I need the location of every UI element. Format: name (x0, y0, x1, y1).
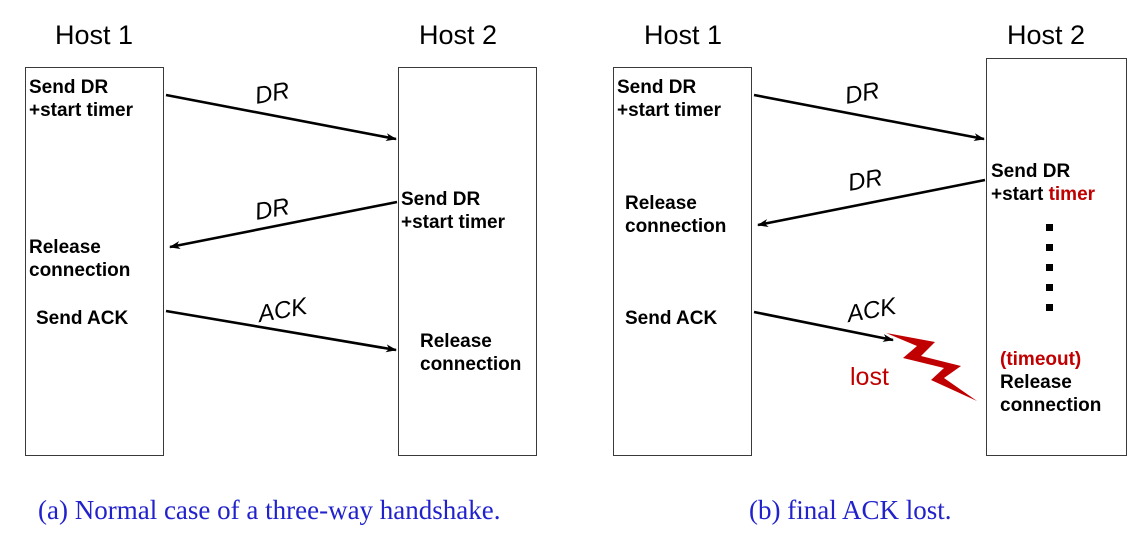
event-line: Release (29, 237, 101, 258)
event-line: Send DR (617, 77, 697, 98)
panel-a-host1-event-3: Send ACK (36, 307, 128, 330)
event-line: connection (29, 260, 131, 281)
panel-a-host2-event-2: Release connection (420, 330, 521, 376)
ellipsis-dot (1046, 264, 1053, 271)
event-line: Send DR (29, 77, 109, 98)
panel-b-host2-timeline (986, 58, 1127, 456)
panel-b-caption: (b) final ACK lost. (749, 495, 952, 525)
panel-a-host2-label: Host 2 (418, 20, 498, 50)
panel-b-message-label-ack: ACK (844, 292, 899, 329)
panel-a-host1-event-1: Send DR +start timer (29, 76, 133, 122)
panel-b-host1-event-2: Release connection (625, 192, 726, 238)
event-line: Release (1000, 372, 1072, 393)
event-line: +start timer (617, 100, 722, 121)
panel-b-host2-event-1: Send DR +start timer (991, 160, 1095, 206)
event-line-plain: +start (991, 184, 1049, 205)
event-line: connection (420, 354, 522, 375)
event-line: Send DR (991, 161, 1071, 182)
event-line: connection (625, 216, 727, 237)
event-line: Send ACK (625, 308, 718, 329)
event-line: +start timer (29, 100, 134, 121)
panel-b-message-label-dr-2: DR (845, 164, 885, 197)
panel-b-host1-event-3: Send ACK (625, 307, 717, 330)
ellipsis-dot (1046, 304, 1053, 311)
panel-b-host1-event-1: Send DR +start timer (617, 76, 721, 122)
panel-a-host2-event-1: Send DR +start timer (401, 188, 505, 234)
event-line-mixed: +start timer (991, 183, 1095, 206)
ellipsis-dot (1046, 284, 1053, 291)
lightning-bolt-icon (886, 333, 977, 401)
event-line: Release (420, 331, 492, 352)
event-line-timeout: (timeout) (1000, 349, 1082, 370)
panel-b-host2-label: Host 2 (1006, 20, 1086, 50)
panel-b-host1-timeline (613, 67, 752, 456)
event-line-timer-highlight: timer (1048, 184, 1096, 205)
panel-a-message-label-ack: ACK (255, 292, 310, 329)
panel-a-host1-event-2: Release connection (29, 236, 130, 282)
panel-a-caption: (a) Normal case of a three-way handshake… (38, 495, 501, 525)
panel-a-host1-timeline (25, 67, 164, 456)
panel-a-host2-timeline (398, 67, 537, 456)
panel-b-lost-label: lost (850, 363, 889, 391)
panel-a-message-label-dr-2: DR (252, 193, 292, 226)
event-line: connection (1000, 395, 1102, 416)
panel-b-host2-event-2: (timeout) Release connection (1000, 348, 1101, 417)
event-line: Send DR (401, 189, 481, 210)
panel-b-host1-label: Host 1 (643, 20, 723, 50)
event-line: +start timer (401, 212, 506, 233)
ellipsis-dot (1046, 244, 1053, 251)
ellipsis-dot (1046, 224, 1053, 231)
panel-a-host1-label: Host 1 (54, 20, 134, 50)
event-line: Send ACK (36, 308, 129, 329)
panel-a-message-label-dr-1: DR (252, 77, 292, 110)
panel-b-message-label-dr-1: DR (842, 77, 882, 110)
event-line: Release (625, 193, 697, 214)
